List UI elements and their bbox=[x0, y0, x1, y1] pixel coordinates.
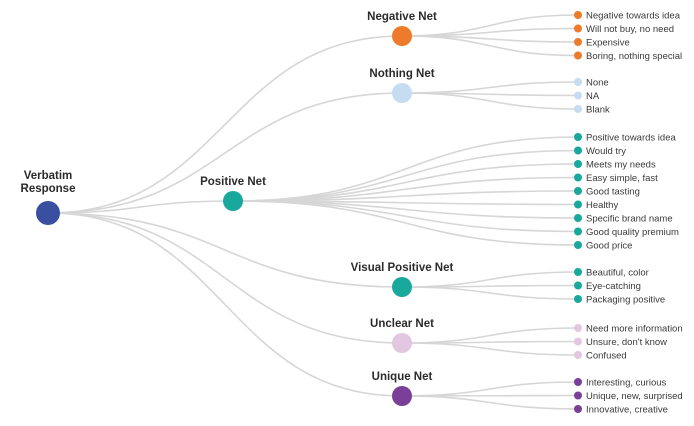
link-positive-leaf-1 bbox=[232, 149, 579, 202]
unique-net-label: Unique Net bbox=[372, 371, 433, 383]
nothing-leaf-label: NA bbox=[586, 91, 600, 102]
link-root-unclear bbox=[47, 212, 403, 344]
link-positive-leaf-3 bbox=[232, 176, 579, 202]
unique-net-node bbox=[392, 386, 412, 406]
negative-leaf-label: Boring, nothing special bbox=[586, 51, 682, 62]
unique-leaf-label: Interesting, curious bbox=[586, 378, 667, 389]
link-negative-leaf-3 bbox=[401, 35, 579, 57]
link-nothing-leaf-0 bbox=[401, 81, 579, 94]
link-positive-leaf-7 bbox=[232, 200, 579, 233]
positive-leaf-dot bbox=[574, 146, 582, 155]
link-root-visual-positive bbox=[47, 212, 403, 288]
negative-net-label: Negative Net bbox=[367, 11, 437, 23]
positive-leaf-label: Healthy bbox=[586, 200, 618, 211]
unique-leaf-dot bbox=[574, 391, 582, 400]
link-visual-positive-leaf-2 bbox=[401, 286, 579, 300]
link-nothing-leaf-2 bbox=[401, 92, 579, 110]
negative-leaf-dot bbox=[574, 51, 582, 60]
positive-leaf-label: Would try bbox=[586, 146, 626, 157]
root-label-line2: Response bbox=[21, 183, 76, 195]
nothing-leaf-label: None bbox=[586, 78, 609, 89]
positive-leaf-label: Specific brand name bbox=[586, 214, 673, 225]
unclear-leaf-label: Confused bbox=[586, 351, 627, 362]
positive-leaf-label: Positive towards idea bbox=[586, 133, 676, 144]
nothing-net-node bbox=[392, 83, 412, 103]
positive-leaf-dot bbox=[574, 160, 582, 168]
nothing-net-label: Nothing Net bbox=[369, 68, 434, 80]
unclear-leaf-label: Unsure, don't know bbox=[586, 337, 667, 348]
link-unclear-leaf-0 bbox=[401, 327, 579, 344]
unclear-net-label: Unclear Net bbox=[370, 318, 434, 330]
link-unique-leaf-0 bbox=[401, 381, 579, 397]
link-positive-leaf-8 bbox=[232, 200, 579, 246]
unclear-leaf-dot bbox=[574, 337, 582, 346]
positive-leaf-dot bbox=[574, 173, 582, 182]
positive-leaf-dot bbox=[574, 241, 582, 249]
visual-positive-leaf-dot bbox=[574, 268, 582, 276]
nodes-layer: Verbatim Response Negative Net Negative t… bbox=[21, 11, 683, 416]
unique-leaf-label: Innovative, creative bbox=[586, 405, 668, 416]
link-unique-leaf-2 bbox=[401, 395, 579, 410]
positive-net-label: Positive Net bbox=[200, 176, 266, 188]
positive-leaf-dot bbox=[574, 227, 582, 236]
negative-leaf-label: Expensive bbox=[586, 38, 630, 49]
negative-leaf-dot bbox=[574, 11, 582, 19]
links-layer bbox=[47, 14, 579, 410]
unique-leaf-label: Unique, new, surprised bbox=[586, 391, 683, 402]
nothing-leaf-label: Blank bbox=[586, 105, 610, 116]
visual-positive-net-node bbox=[392, 277, 412, 297]
positive-leaf-label: Good tasting bbox=[586, 187, 640, 198]
link-unclear-leaf-2 bbox=[401, 342, 579, 356]
positive-leaf-label: Easy simple, fast bbox=[586, 173, 658, 184]
link-root-nothing bbox=[47, 92, 403, 214]
link-root-unique bbox=[47, 212, 403, 397]
positive-leaf-dot bbox=[574, 133, 582, 141]
negative-leaf-label: Will not buy, no need bbox=[586, 24, 674, 35]
unclear-leaf-dot bbox=[574, 324, 582, 332]
unclear-leaf-label: Need more information bbox=[586, 324, 683, 335]
visual-positive-net-label: Visual Positive Net bbox=[351, 262, 454, 274]
visual-positive-leaf-dot bbox=[574, 281, 582, 290]
visual-positive-leaf-dot bbox=[574, 295, 582, 303]
positive-leaf-dot bbox=[574, 214, 582, 222]
visual-positive-leaf-label: Eye-catching bbox=[586, 281, 641, 292]
unique-leaf-dot bbox=[574, 405, 582, 413]
nothing-leaf-dot bbox=[574, 91, 582, 100]
link-visual-positive-leaf-0 bbox=[401, 271, 579, 288]
positive-leaf-label: Good price bbox=[586, 241, 632, 252]
positive-leaf-label: Meets my needs bbox=[586, 160, 656, 171]
unclear-net-node bbox=[392, 333, 412, 353]
nothing-leaf-dot bbox=[574, 105, 582, 113]
nothing-leaf-dot bbox=[574, 78, 582, 86]
visual-positive-leaf-label: Packaging positive bbox=[586, 295, 665, 306]
root-label-line1: Verbatim bbox=[24, 170, 73, 182]
positive-leaf-dot bbox=[574, 200, 582, 209]
link-root-positive bbox=[47, 200, 234, 214]
negative-leaf-label: Negative towards idea bbox=[586, 11, 681, 22]
negative-net-node bbox=[392, 26, 412, 46]
link-root-negative bbox=[47, 35, 403, 214]
positive-leaf-dot bbox=[574, 187, 582, 195]
unique-leaf-dot bbox=[574, 378, 582, 386]
negative-leaf-dot bbox=[574, 38, 582, 46]
link-negative-leaf-1 bbox=[401, 27, 579, 37]
visual-positive-leaf-label: Beautiful, color bbox=[586, 268, 649, 279]
positive-net-node bbox=[223, 191, 243, 211]
negative-leaf-dot bbox=[574, 24, 582, 33]
positive-leaf-label: Good quality premium bbox=[586, 227, 679, 238]
unclear-leaf-dot bbox=[574, 351, 582, 359]
root-node bbox=[36, 201, 60, 225]
